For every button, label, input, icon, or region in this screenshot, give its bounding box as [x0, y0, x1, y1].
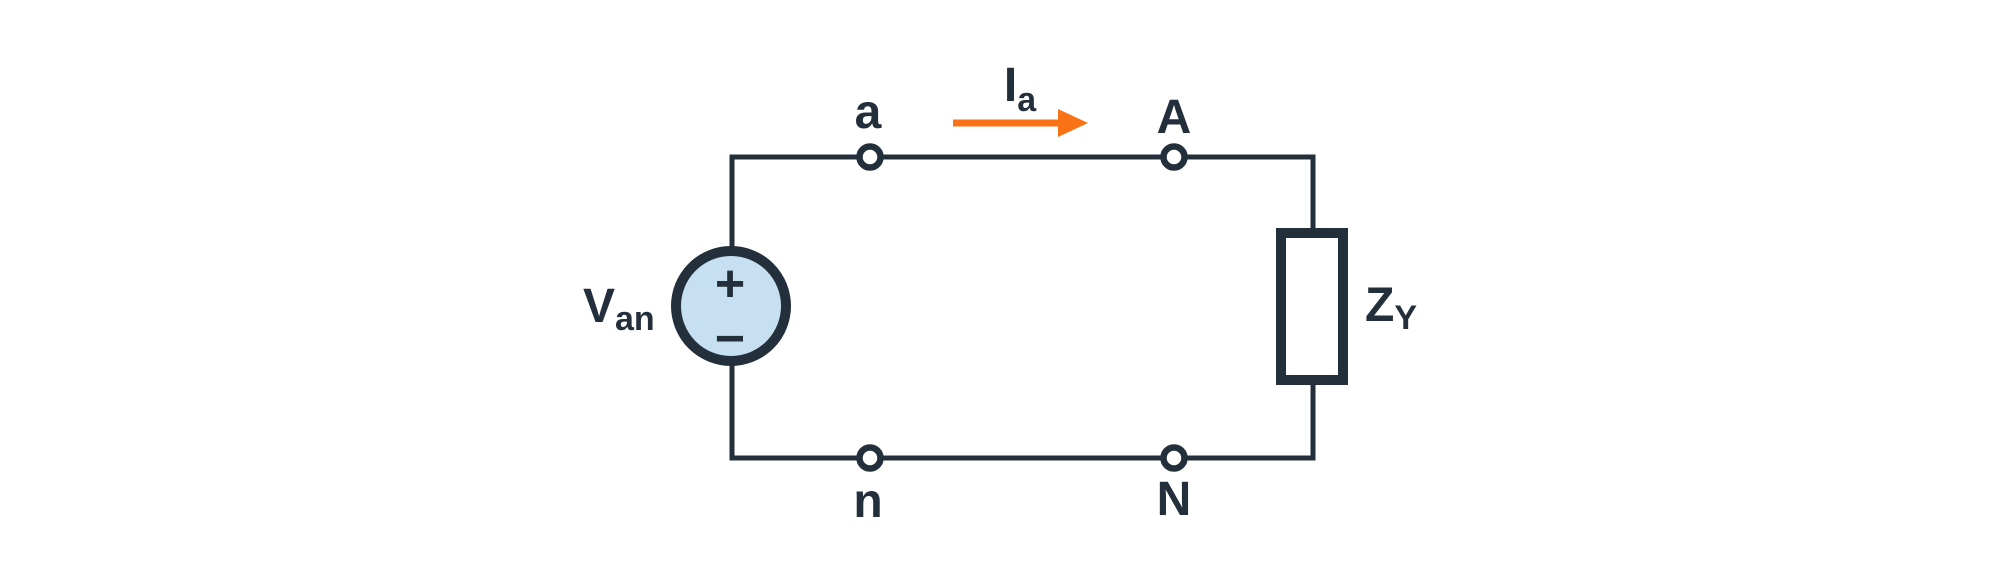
node-labels: a A n N — [853, 86, 1191, 528]
plus-sign: + — [715, 255, 745, 313]
terminal-A — [1160, 143, 1188, 171]
source-label: Van — [583, 280, 655, 338]
terminal-a — [856, 143, 884, 171]
impedance: ZY — [1276, 228, 1417, 385]
node-A-label: A — [1157, 91, 1192, 144]
terminal-N — [1160, 444, 1188, 472]
minus-sign: − — [715, 310, 745, 368]
terminal-n — [856, 444, 884, 472]
source-label-main: V — [583, 280, 615, 333]
node-terminals — [856, 143, 1188, 472]
current-label-main: I — [1004, 59, 1017, 112]
node-N-label: N — [1157, 473, 1192, 526]
impedance-label: ZY — [1365, 279, 1417, 337]
source-label-sub: an — [615, 300, 655, 338]
impedance-label-main: Z — [1365, 279, 1394, 332]
current-indicator: Ia — [953, 59, 1088, 137]
voltage-source: + − Van — [583, 246, 791, 368]
current-label-sub: a — [1017, 81, 1037, 119]
node-n-label: n — [853, 475, 882, 528]
node-a-label: a — [855, 86, 882, 139]
impedance-box — [1276, 228, 1348, 385]
current-arrow-head — [1058, 109, 1088, 137]
current-label: Ia — [1004, 59, 1037, 119]
impedance-label-sub: Y — [1394, 299, 1417, 337]
voltage-source-circle — [671, 246, 791, 366]
wires — [729, 154, 1316, 461]
